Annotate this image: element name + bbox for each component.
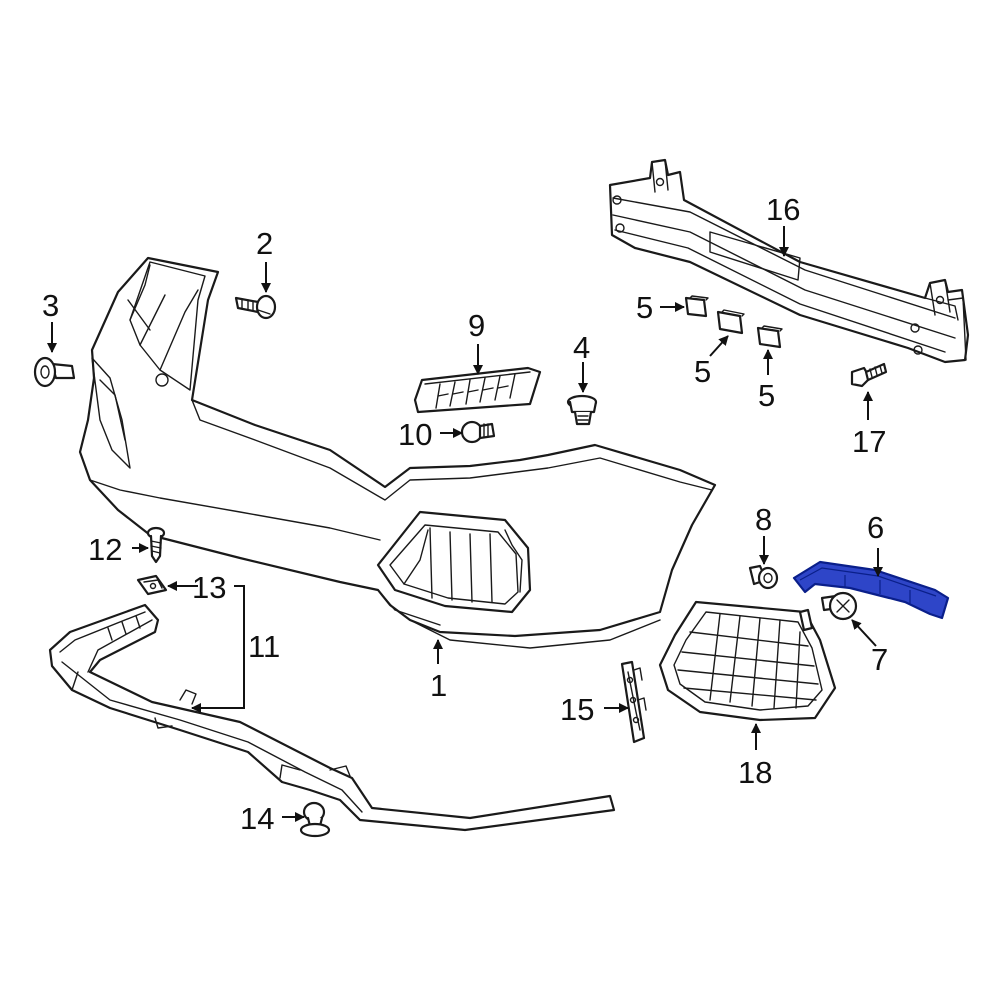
pad-part-5a[interactable] [684,295,709,318]
callout-9: 9 [468,308,485,343]
bracket-part-9[interactable] [413,366,542,414]
push-clip-part-4[interactable] [566,394,598,426]
callout-7: 7 [871,642,888,677]
callout-14: 14 [240,801,274,836]
callout-5b: 5 [694,354,711,389]
strip-part-15[interactable] [620,660,647,744]
clip-nut-part-13[interactable] [136,574,168,596]
side-grille-part-18[interactable] [658,600,837,722]
callout-11: 11 [248,629,280,664]
callout-10: 10 [398,417,432,452]
callout-2: 2 [256,226,273,261]
clip-part-10[interactable] [460,420,496,444]
callout-8: 8 [755,502,772,537]
callout-1: 1 [430,668,447,703]
callout-5c: 5 [758,378,775,413]
callout-5a: 5 [636,290,653,325]
pad-part-5b[interactable] [716,309,745,335]
callout-12: 12 [88,532,122,567]
callout-6: 6 [867,510,884,545]
lower-spoiler-part-11[interactable] [48,603,616,832]
callout-16: 16 [766,192,800,227]
callout-13: 13 [192,570,226,605]
bolt-part-17[interactable] [850,362,888,388]
callout-17: 17 [852,424,886,459]
callout-3: 3 [42,288,59,323]
callout-4: 4 [573,330,590,365]
reinforcement-beam-part-16[interactable] [608,158,970,364]
callout-18: 18 [738,755,772,790]
side-bracket-part-6[interactable] [792,560,950,620]
bolt-part-2[interactable] [234,294,277,320]
callout-labels: 1 2 3 4 5 5 5 6 7 8 9 10 11 12 13 14 15 … [42,192,888,836]
clip-part-7[interactable] [820,591,858,621]
nut-part-8[interactable] [748,564,779,590]
screw-part-12[interactable] [146,526,166,564]
clip-part-14[interactable] [299,801,331,838]
pad-part-5c[interactable] [756,325,783,349]
callout-15: 15 [560,692,594,727]
callout-leaders [47,226,883,822]
bumper-cover-part-1[interactable] [78,256,717,649]
nut-part-3[interactable] [33,356,76,388]
